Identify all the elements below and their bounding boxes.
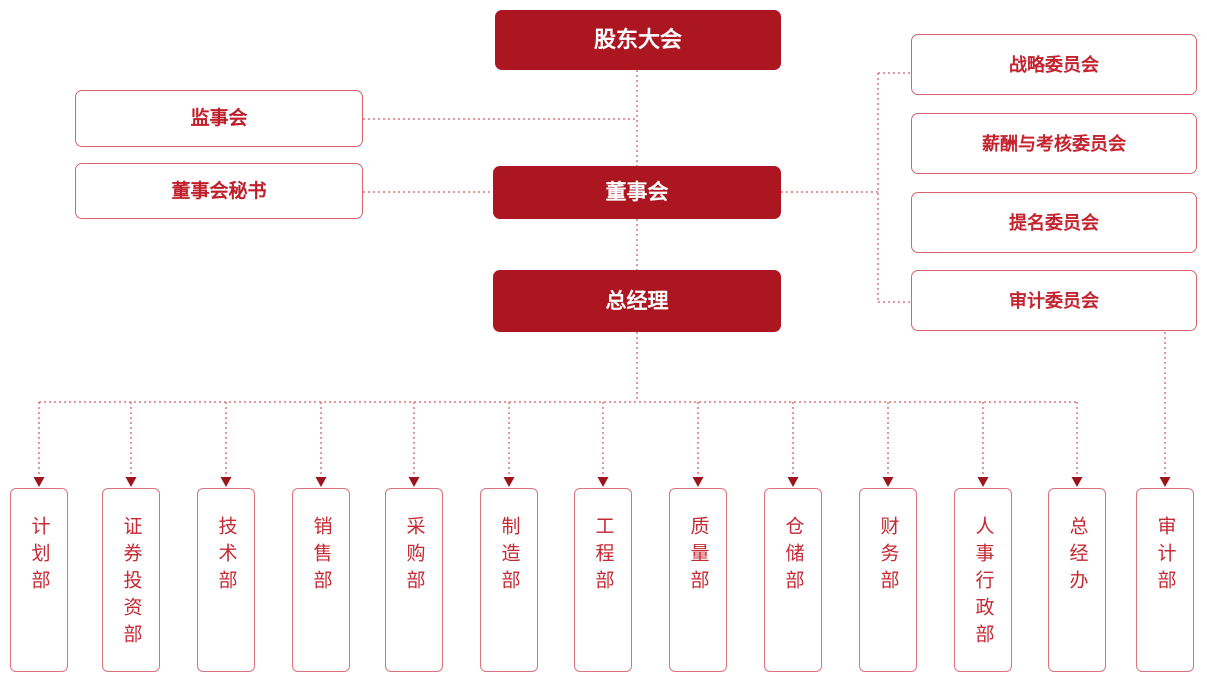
arrow-down-icon — [692, 477, 704, 487]
arrow-down-icon — [882, 477, 894, 487]
department-label: 技术部 — [215, 516, 237, 597]
committee-label: 战略委员会 — [1009, 54, 1099, 75]
arrow-down-icon — [597, 477, 609, 487]
department-label: 人事行政部 — [972, 516, 994, 651]
department-node-13: 审计部 — [1136, 488, 1194, 672]
node-label: 股东大会 — [593, 27, 682, 52]
arrow-down-icon — [220, 477, 232, 487]
committee-node-1: 战略委员会 — [911, 34, 1197, 95]
committee-label: 薪酬与考核委员会 — [982, 133, 1126, 154]
department-node-1: 计划部 — [10, 488, 68, 672]
arrow-down-icon — [315, 477, 327, 487]
department-node-12: 总经办 — [1048, 488, 1106, 672]
node-board-secretary: 董事会秘书 — [75, 163, 363, 219]
node-label: 董事会秘书 — [171, 180, 267, 202]
node-label: 监事会 — [190, 108, 248, 129]
department-label: 销售部 — [310, 516, 332, 597]
arrow-down-icon — [1159, 477, 1171, 487]
arrow-down-icon — [503, 477, 515, 487]
committee-label: 审计委员会 — [1009, 290, 1099, 311]
department-node-9: 仓储部 — [764, 488, 822, 672]
department-label: 计划部 — [28, 516, 50, 597]
arrow-down-icon — [408, 477, 420, 487]
department-node-5: 采购部 — [385, 488, 443, 672]
arrow-down-icon — [33, 477, 45, 487]
arrow-down-icon — [787, 477, 799, 487]
node-label: 董事会 — [605, 181, 669, 204]
department-label: 工程部 — [592, 516, 614, 597]
department-label: 证券投资部 — [120, 516, 142, 651]
arrow-down-icon — [977, 477, 989, 487]
department-label: 审计部 — [1154, 516, 1176, 597]
committee-label: 提名委员会 — [1009, 212, 1099, 233]
department-node-6: 制造部 — [480, 488, 538, 672]
node-shareholders-meeting: 股东大会 — [495, 10, 781, 70]
department-label: 仓储部 — [782, 516, 804, 597]
department-node-8: 质量部 — [669, 488, 727, 672]
department-node-4: 销售部 — [292, 488, 350, 672]
department-label: 采购部 — [403, 516, 425, 597]
committee-node-2: 薪酬与考核委员会 — [911, 113, 1197, 174]
department-node-7: 工程部 — [574, 488, 632, 672]
committee-node-4: 审计委员会 — [911, 270, 1197, 331]
department-node-2: 证券投资部 — [102, 488, 160, 672]
arrow-down-icon — [1071, 477, 1083, 487]
arrow-down-icon — [125, 477, 137, 487]
node-label: 总经理 — [605, 289, 669, 313]
department-node-10: 财务部 — [859, 488, 917, 672]
department-node-3: 技术部 — [197, 488, 255, 672]
department-node-11: 人事行政部 — [954, 488, 1012, 672]
node-supervisory-board: 监事会 — [75, 90, 363, 147]
node-general-manager: 总经理 — [493, 270, 781, 332]
node-board-of-directors: 董事会 — [493, 166, 781, 219]
department-label: 总经办 — [1066, 516, 1088, 597]
department-label: 制造部 — [498, 516, 520, 597]
committee-node-3: 提名委员会 — [911, 192, 1197, 253]
department-label: 财务部 — [877, 516, 899, 597]
department-label: 质量部 — [687, 516, 709, 597]
